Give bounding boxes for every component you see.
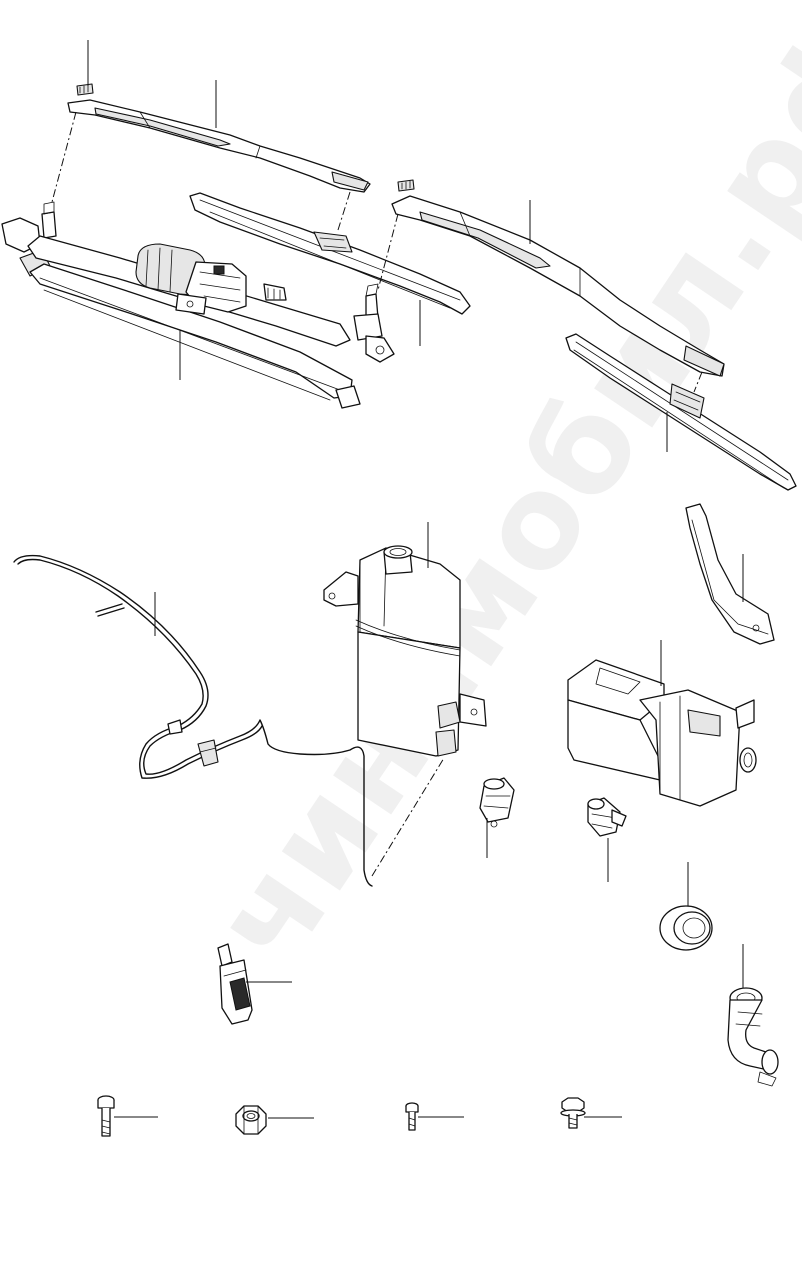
- flange-bolt-icon[interactable]: [560, 1097, 586, 1129]
- washer-nozzle-icon[interactable]: [217, 943, 253, 1025]
- wiper-linkage-motor-icon[interactable]: [1, 201, 395, 409]
- wiper-nut-cap-right-icon[interactable]: [397, 179, 415, 192]
- bolt-long-icon[interactable]: [97, 1095, 115, 1137]
- assembly-dash-line: [377, 213, 399, 291]
- wiper-blade-left-icon[interactable]: [189, 192, 471, 315]
- filler-tube-icon[interactable]: [685, 503, 775, 645]
- washer-hose-icon[interactable]: [13, 554, 373, 887]
- hex-nut-icon[interactable]: [235, 1105, 267, 1135]
- washer-pump-front-icon[interactable]: [479, 777, 515, 828]
- washer-reservoir-rear-icon[interactable]: [567, 659, 757, 807]
- filler-elbow-icon[interactable]: [727, 987, 779, 1087]
- assembly-dash-line: [51, 111, 77, 203]
- wiper-nut-cap-left-icon[interactable]: [76, 83, 94, 96]
- washer-reservoir-icon[interactable]: [323, 547, 487, 757]
- assembly-dash-line: [371, 757, 445, 877]
- reservoir-filler-neck-icon[interactable]: [383, 545, 413, 575]
- assembly-dash-line: [337, 191, 351, 231]
- wiper-arm-left-icon[interactable]: [67, 99, 371, 193]
- wiper-blade-right-icon[interactable]: [565, 333, 797, 491]
- bolt-small-icon[interactable]: [405, 1102, 419, 1131]
- assembly-dash-line: [693, 371, 703, 393]
- grommet-icon[interactable]: [659, 905, 713, 951]
- washer-pump-rear-icon[interactable]: [587, 797, 627, 837]
